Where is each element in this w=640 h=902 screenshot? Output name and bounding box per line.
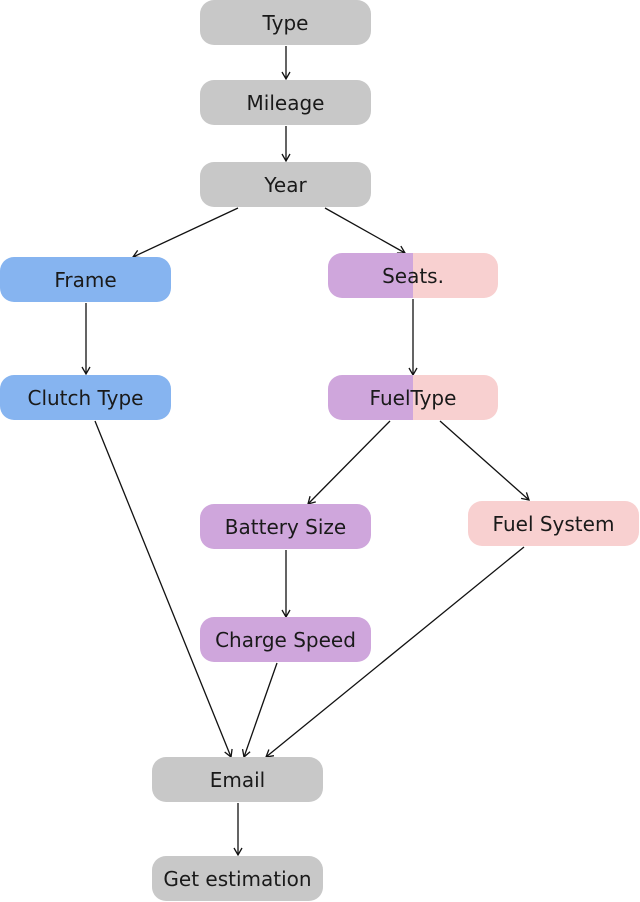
node-year-label: Year [264, 172, 307, 197]
node-get-estimation-label: Get estimation [163, 866, 312, 891]
edge-clutch-type-to-email [94, 420, 233, 759]
node-email-label: Email [209, 767, 266, 792]
node-fuel-system: Fuel System [468, 501, 639, 546]
node-seats: Seats. [328, 253, 498, 298]
node-seats-label: Seats. [382, 263, 444, 288]
node-get-estimation: Get estimation [152, 856, 323, 901]
edge-year-to-seats [324, 207, 407, 254]
node-charge-speed-label: Charge Speed [215, 627, 356, 652]
node-type-label: Type [262, 10, 309, 35]
node-clutch-type-label: Clutch Type [27, 385, 144, 410]
node-clutch-type: Clutch Type [0, 375, 171, 420]
node-email: Email [152, 757, 323, 802]
node-fuel-type-label: FuelType [369, 385, 457, 410]
edge-fuel-system-to-email [264, 546, 525, 758]
node-year: Year [200, 162, 371, 207]
node-frame-label: Frame [54, 267, 117, 292]
node-mileage-label: Mileage [246, 90, 325, 115]
edge-fuel-type-to-fuel-system [439, 420, 530, 501]
node-mileage: Mileage [200, 80, 371, 125]
edge-fuel-type-to-battery-size [307, 420, 391, 505]
node-battery-size-label: Battery Size [224, 514, 347, 539]
node-fuel-type: FuelType [328, 375, 498, 420]
node-frame: Frame [0, 257, 171, 302]
edge-charge-speed-to-email [241, 662, 278, 759]
node-type: Type [200, 0, 371, 45]
node-battery-size: Battery Size [200, 504, 371, 549]
edge-year-to-frame [131, 207, 239, 259]
node-charge-speed: Charge Speed [200, 617, 371, 662]
node-fuel-system-label: Fuel System [492, 511, 615, 536]
